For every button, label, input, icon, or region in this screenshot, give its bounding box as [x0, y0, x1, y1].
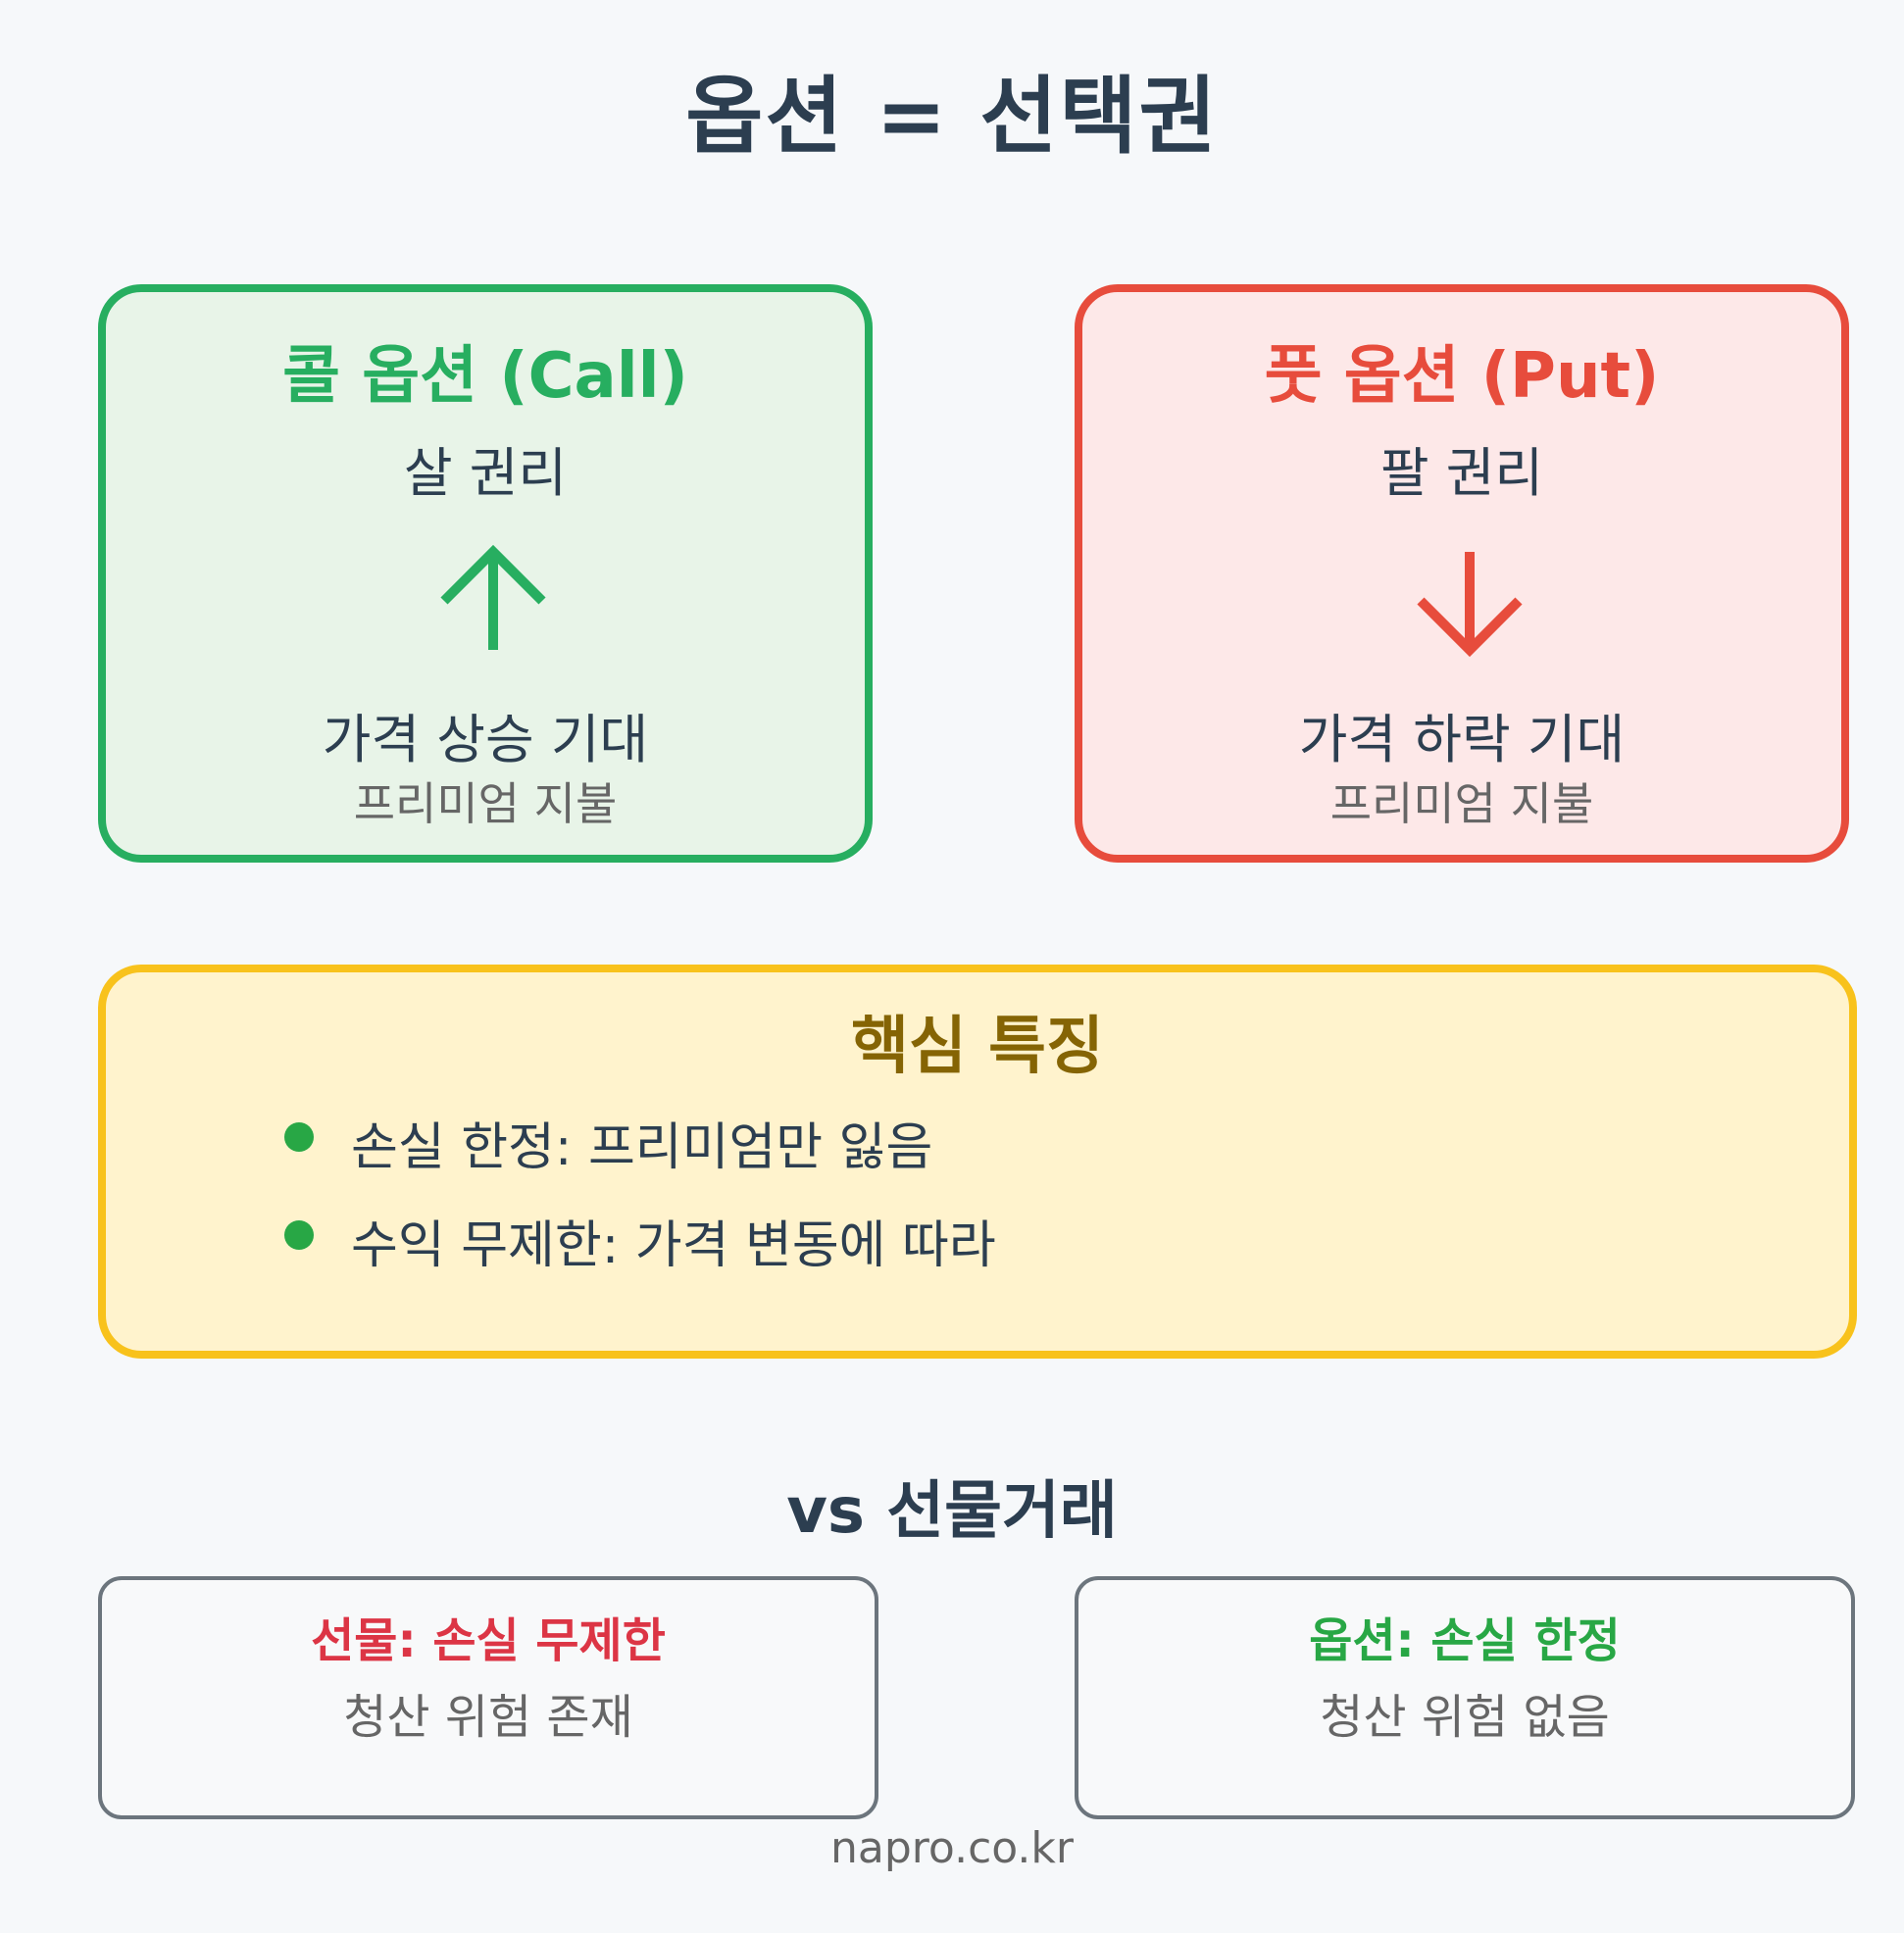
page-title: 옵션 = 선택권	[685, 68, 1219, 166]
options-subtitle: 청산 위험 없음	[1320, 1690, 1610, 1745]
arrow-down-icon	[1417, 552, 1523, 658]
options-comparison-card: 옵션: 손실 한정 청산 위험 없음	[1075, 1576, 1855, 1819]
bullet-dot-icon	[284, 1220, 314, 1250]
put-option-premium: 프리미엄 지불	[1329, 777, 1594, 830]
call-option-card: 콜 옵션 (Call) 살 권리 가격 상승 기대 프리미엄 지불	[98, 284, 873, 863]
key-features-panel: 핵심 특징 손실 한정: 프리미엄만 잃음 수익 무제한: 가격 변동에 따라	[98, 965, 1857, 1359]
options-title: 옵션: 손실 한정	[1309, 1613, 1621, 1668]
put-option-title: 풋 옵션 (Put)	[1264, 340, 1660, 413]
feature-text: 손실 한정: 프리미엄만 잃음	[351, 1118, 933, 1177]
call-option-right: 살 권리	[403, 442, 568, 504]
comparison-title: vs 선물거래	[786, 1475, 1118, 1548]
feature-text: 수익 무제한: 가격 변동에 따라	[351, 1216, 996, 1275]
footer-site-name: napro.co.kr	[830, 1823, 1074, 1873]
call-option-expectation: 가격 상승 기대	[322, 709, 649, 770]
arrow-up-icon	[440, 544, 546, 650]
futures-title: 선물: 손실 무제한	[311, 1613, 666, 1668]
bullet-dot-icon	[284, 1122, 314, 1152]
put-option-right: 팔 권리	[1379, 442, 1544, 504]
call-option-premium: 프리미엄 지불	[353, 777, 618, 830]
futures-comparison-card: 선물: 손실 무제한 청산 위험 존재	[98, 1576, 878, 1819]
put-option-expectation: 가격 하락 기대	[1298, 709, 1626, 770]
futures-subtitle: 청산 위험 존재	[343, 1690, 633, 1745]
put-option-card: 풋 옵션 (Put) 팔 권리 가격 하락 기대 프리미엄 지불	[1075, 284, 1849, 863]
key-features-title: 핵심 특징	[851, 1011, 1104, 1083]
call-option-title: 콜 옵션 (Call)	[282, 340, 688, 413]
